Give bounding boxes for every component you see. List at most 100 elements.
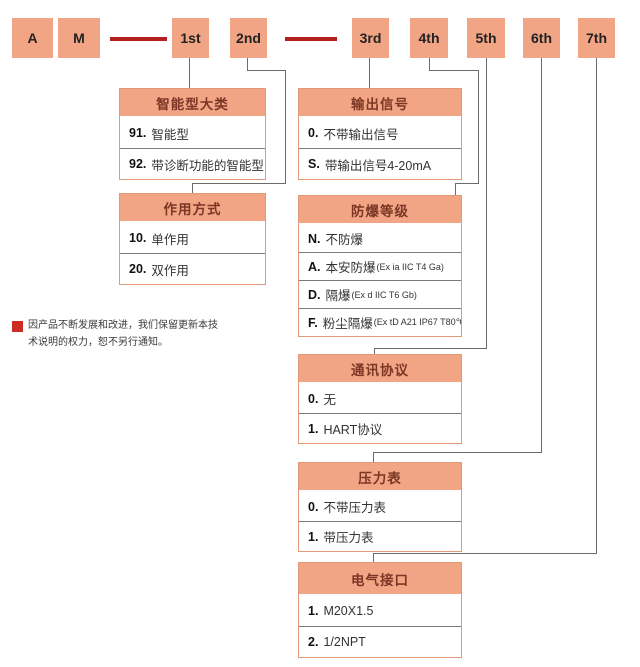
table-smart-type: 智能型大类 91. 智能型 92. 带诊断功能的智能型 — [119, 88, 266, 180]
connector-7th — [596, 58, 597, 553]
code-box-A: A — [12, 18, 53, 58]
code-box-7th: 7th — [578, 18, 615, 58]
connector-2nd — [192, 183, 286, 184]
table-row: 0. 不带压力表 — [299, 492, 461, 521]
option-label: HART协议 — [323, 423, 383, 437]
connector-4th — [429, 70, 479, 71]
option-code: 0. — [308, 391, 319, 406]
table-row: 0. 无 — [299, 384, 461, 413]
option-code: D. — [308, 287, 321, 302]
option-code: 0. — [308, 126, 319, 140]
connector-2nd — [192, 183, 193, 193]
option-code: 91. — [129, 126, 147, 140]
connector-5th — [486, 58, 487, 348]
connector-6th — [541, 58, 542, 452]
option-label: 1/2NPT — [323, 635, 366, 649]
code-box-M: M — [58, 18, 100, 58]
table-row: S. 带输出信号4-20mA — [299, 148, 461, 179]
table-communication-protocol-header: 通讯协议 — [299, 355, 461, 384]
table-row: F. 粉尘隔爆 (Ex tD A21 IP67 T80℃) — [299, 308, 461, 336]
code-box-1st: 1st — [172, 18, 209, 58]
table-explosion-proof: 防爆等级 N. 不防爆 A. 本安防爆 (Ex ia IIC T4 Ga) D.… — [298, 195, 462, 337]
connector-3rd — [369, 58, 370, 88]
option-code: 92. — [129, 157, 147, 171]
table-communication-protocol: 通讯协议 0. 无 1. HART协议 — [298, 354, 462, 444]
option-code: 10. — [129, 231, 147, 245]
option-code: A. — [308, 259, 321, 274]
connector-7th — [373, 553, 374, 562]
table-row: 2. 1/2NPT — [299, 626, 461, 657]
option-label: M20X1.5 — [323, 604, 374, 618]
connector-4th — [429, 58, 430, 70]
option-code: 0. — [308, 499, 319, 514]
option-label: 本安防爆 — [325, 261, 376, 275]
table-row: 91. 智能型 — [120, 118, 265, 148]
option-code: 1. — [308, 529, 319, 544]
table-row: 10. 单作用 — [120, 223, 265, 253]
connector-6th — [373, 452, 542, 453]
red-dash-2 — [285, 37, 337, 41]
connector-7th — [373, 553, 597, 554]
table-row: D. 隔爆 (Ex d IIC T6 Gb) — [299, 280, 461, 308]
table-row: 0. 不带输出信号 — [299, 118, 461, 148]
option-label: 粉尘隔爆 — [322, 317, 373, 331]
table-pressure-gauge-header: 压力表 — [299, 463, 461, 492]
option-detail: (Ex ia IIC T4 Ga) — [376, 261, 444, 272]
table-output-signal: 输出信号 0. 不带输出信号 S. 带输出信号4-20mA — [298, 88, 462, 180]
option-detail: (Ex tD A21 IP67 T80℃) — [373, 317, 461, 327]
option-label: 智能型 — [151, 127, 189, 142]
table-pressure-gauge: 压力表 0. 不带压力表 1. 带压力表 — [298, 462, 462, 552]
option-code: F. — [308, 315, 318, 330]
code-box-3rd: 3rd — [352, 18, 389, 58]
connector-5th — [374, 348, 375, 354]
table-row: 1. HART协议 — [299, 413, 461, 443]
option-label: 单作用 — [151, 232, 189, 247]
code-box-5th: 5th — [467, 18, 505, 58]
code-box-4th: 4th — [410, 18, 448, 58]
option-label: 不防爆 — [325, 233, 364, 247]
table-row: A. 本安防爆 (Ex ia IIC T4 Ga) — [299, 252, 461, 280]
option-label: 带诊断功能的智能型 — [151, 158, 264, 173]
connector-1st — [189, 58, 190, 88]
table-row: 92. 带诊断功能的智能型 — [120, 148, 265, 179]
connector-6th — [373, 452, 374, 462]
table-row: 1. M20X1.5 — [299, 596, 461, 626]
footnote-text: 因产品不断发展和改进，我们保留更新本技术说明的权力，恕不另行通知。 — [28, 320, 218, 348]
connector-4th — [455, 183, 456, 195]
code-box-2nd: 2nd — [230, 18, 267, 58]
option-code: S. — [308, 157, 320, 171]
red-square-icon — [12, 321, 23, 332]
option-code: 1. — [308, 421, 319, 436]
red-dash-1 — [110, 37, 167, 41]
footnote: 因产品不断发展和改进，我们保留更新本技术说明的权力，恕不另行通知。 — [12, 317, 224, 351]
connector-4th — [478, 70, 479, 183]
code-box-6th: 6th — [523, 18, 560, 58]
table-output-signal-header: 输出信号 — [299, 89, 461, 118]
option-code: N. — [308, 231, 321, 246]
table-electrical-interface: 电气接口 1. M20X1.5 2. 1/2NPT — [298, 562, 462, 658]
option-label: 不带输出信号 — [323, 127, 399, 142]
option-code: 20. — [129, 262, 147, 276]
option-label: 无 — [323, 393, 336, 407]
table-electrical-interface-header: 电气接口 — [299, 563, 461, 596]
option-label: 不带压力表 — [323, 501, 386, 515]
table-row: 20. 双作用 — [120, 253, 265, 284]
table-smart-type-header: 智能型大类 — [120, 89, 265, 118]
option-code: 1. — [308, 604, 319, 618]
table-explosion-proof-header: 防爆等级 — [299, 196, 461, 225]
option-label: 带压力表 — [323, 531, 374, 545]
option-label: 带输出信号4-20mA — [324, 158, 432, 173]
option-label: 隔爆 — [325, 289, 351, 303]
option-label: 双作用 — [151, 263, 189, 278]
table-row: 1. 带压力表 — [299, 521, 461, 551]
connector-2nd — [285, 70, 286, 183]
table-action-mode-header: 作用方式 — [120, 194, 265, 223]
table-action-mode: 作用方式 10. 单作用 20. 双作用 — [119, 193, 266, 285]
option-detail: (Ex d IIC T6 Gb) — [351, 289, 417, 300]
connector-5th — [374, 348, 487, 349]
connector-2nd — [247, 70, 286, 71]
table-row: N. 不防爆 — [299, 225, 461, 252]
connector-4th — [455, 183, 479, 184]
option-code: 2. — [308, 635, 319, 649]
